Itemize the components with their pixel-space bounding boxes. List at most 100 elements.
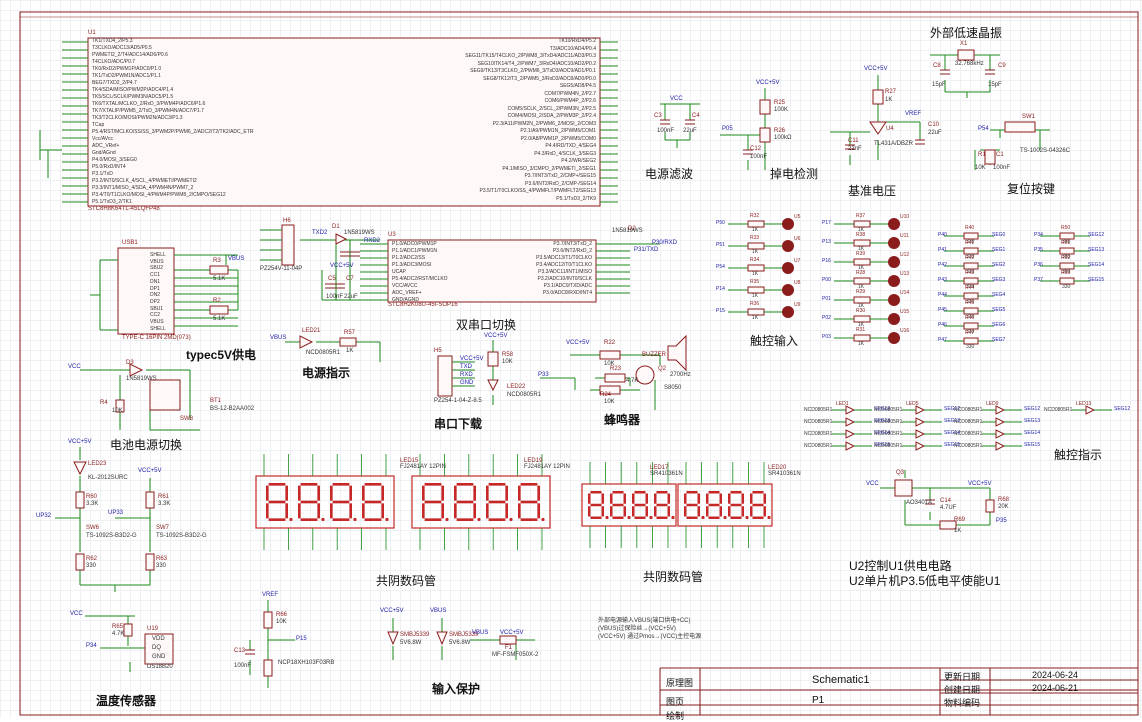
display-led17-digit-seg <box>612 491 624 494</box>
display-led15-digit-seg <box>362 503 365 519</box>
usb-pin: SBU1 <box>150 305 164 312</box>
c9-ref: C9 <box>998 63 1006 69</box>
display-led17-digit-seg <box>634 503 646 507</box>
u4-name: TL431A/DBZR <box>874 141 914 147</box>
r2-val: 5.1K <box>213 316 226 322</box>
touch-led-part: NCD0805R1 <box>954 431 983 437</box>
touch-res-val: 1K <box>858 303 865 309</box>
sw-up32: UP32 <box>36 513 52 519</box>
u1-right-pin: P2.1/A9/PWM1N_2/PWM6/COM1 <box>520 128 596 134</box>
seg-res-val: 330 <box>1062 284 1071 290</box>
seg-row-r-3 <box>1040 277 1090 285</box>
display-led15-digit-dp <box>353 517 357 522</box>
u19-pin-gnd: GND <box>152 654 166 660</box>
touch-led-part: NCD0805R1 <box>1044 407 1073 413</box>
touch-res-ref: R37 <box>856 213 866 219</box>
touch-led-2-0 <box>982 405 1022 415</box>
touch-led-net: SEG12 <box>874 406 891 412</box>
r22-val: 10K <box>604 361 615 367</box>
u1-left-pin: BEG7/TXD2_2/P4.7 <box>92 80 137 86</box>
note-1: (VBUS)过保险丝→(VCC+5V) <box>598 626 676 632</box>
seg-res-val: 330 <box>966 299 975 305</box>
r23-ref: R23 <box>610 366 622 372</box>
touch-led-net: SEG12 <box>944 406 961 412</box>
seg-res-ref: R43 <box>965 270 975 276</box>
display-led20-digit-seg <box>706 506 709 517</box>
seg-row-l-6 <box>944 322 994 330</box>
seg-net: P34 <box>1034 232 1043 238</box>
tb-val-drawing: Schematic1 <box>812 674 870 686</box>
display-led17-digit-seg <box>610 506 613 517</box>
r58-val: 10K <box>502 359 513 365</box>
f1-name: MF-FSMF050X-2 <box>492 652 539 658</box>
display-led17-digit-seg <box>601 493 604 504</box>
ip-vbus: VBUS <box>430 608 447 614</box>
c1-val: 100nF <box>993 165 1011 171</box>
r68-val: 20K <box>998 504 1009 510</box>
buzzer-val: 2700Hz <box>670 372 691 378</box>
display-led20 <box>677 483 773 527</box>
touch-res-ref: R35 <box>750 279 760 285</box>
touch-res-val: 1K <box>858 227 865 233</box>
display-led17-digit-seg <box>588 493 591 504</box>
touch-led-0-0 <box>832 405 872 415</box>
display-led20-digit-seg <box>719 493 722 504</box>
display-led19-digit-seg <box>520 483 538 486</box>
display-led17-digit-seg <box>590 503 602 507</box>
display-led20-digit-dp <box>767 515 771 520</box>
display-led20-digit-seg <box>750 493 753 504</box>
display-led15-digit-seg <box>268 500 286 504</box>
touch-row-b-6 <box>834 332 900 344</box>
c7-ref: C7 <box>346 276 354 282</box>
touch-net: P00 <box>822 277 831 283</box>
display-led15-digit-seg <box>268 518 286 521</box>
seg-row-r-1 <box>1040 247 1090 255</box>
r63-val: 330 <box>156 563 167 569</box>
section-serial-download: 串口下载 <box>434 417 483 431</box>
sd-vcc5: VCC+5V <box>460 356 484 362</box>
display-led15-digit-seg <box>332 483 350 486</box>
touch-led-ref: LED13 <box>1076 401 1092 407</box>
usb-pin: DP2 <box>150 298 160 305</box>
vref-net: VREF <box>905 111 922 117</box>
ts-p34: P34 <box>86 643 97 649</box>
r1-ref: R1 <box>978 152 986 158</box>
usb-name: TYPE-C 16PIN 2MD(073) <box>122 335 191 341</box>
r27-val: 1K <box>885 97 893 103</box>
u1-left-pin: TK4/SDA/MISO/PWM2P/ADC4/P1.4 <box>92 87 174 93</box>
tb-key-draw: 绘制 <box>666 711 685 721</box>
touch-res-val: 1K <box>858 265 865 271</box>
r61-ref: R61 <box>158 494 170 500</box>
r25-val: 100K <box>774 107 789 113</box>
display-led20-digit-seg <box>730 491 742 494</box>
bat-vcc: VCC <box>68 364 81 370</box>
display-led19 <box>411 475 551 529</box>
c9-val: 15pF <box>988 82 1002 88</box>
display-led17-digit-seg <box>667 493 670 504</box>
display-led15-digit-seg <box>268 483 286 486</box>
seg-res-val: 330 <box>966 329 975 335</box>
touch-pad-ref: U9 <box>794 302 801 308</box>
touch-led-net: SEG15 <box>944 442 961 448</box>
u1-right-pin: P2.0/A8/PWM1P_2/PWM5/COM0 <box>520 135 596 142</box>
tb-key-create: 创建日期 <box>944 685 981 695</box>
u1-left-pin: TCap <box>92 122 105 128</box>
usb-pin: DN1 <box>150 278 161 285</box>
touch-led-net: SEG12 <box>1114 406 1131 412</box>
led19-ref: LED19 <box>524 458 543 464</box>
touch-res-val: 1K <box>858 322 865 328</box>
u1-body <box>87 37 601 207</box>
q3-name: AO3401A <box>906 500 933 506</box>
pdd-p05: P05 <box>722 126 733 132</box>
u3-body <box>387 239 597 303</box>
q3-vcc: VCC <box>866 481 879 487</box>
display-led17-digit-seg <box>656 503 668 507</box>
touch-led-3-0 <box>1072 405 1112 415</box>
touch-res-val: 1K <box>858 341 865 347</box>
u1-right-pin: SEG10/TK14/T4_2/PWM7_3/RxD4/ADC10/AD2/P0… <box>477 60 596 67</box>
c3-ref: C3 <box>654 113 662 119</box>
display-led19-digit-seg <box>473 503 476 519</box>
sd-gnd: GND <box>460 380 474 386</box>
display-led19-digit-seg <box>520 518 538 521</box>
